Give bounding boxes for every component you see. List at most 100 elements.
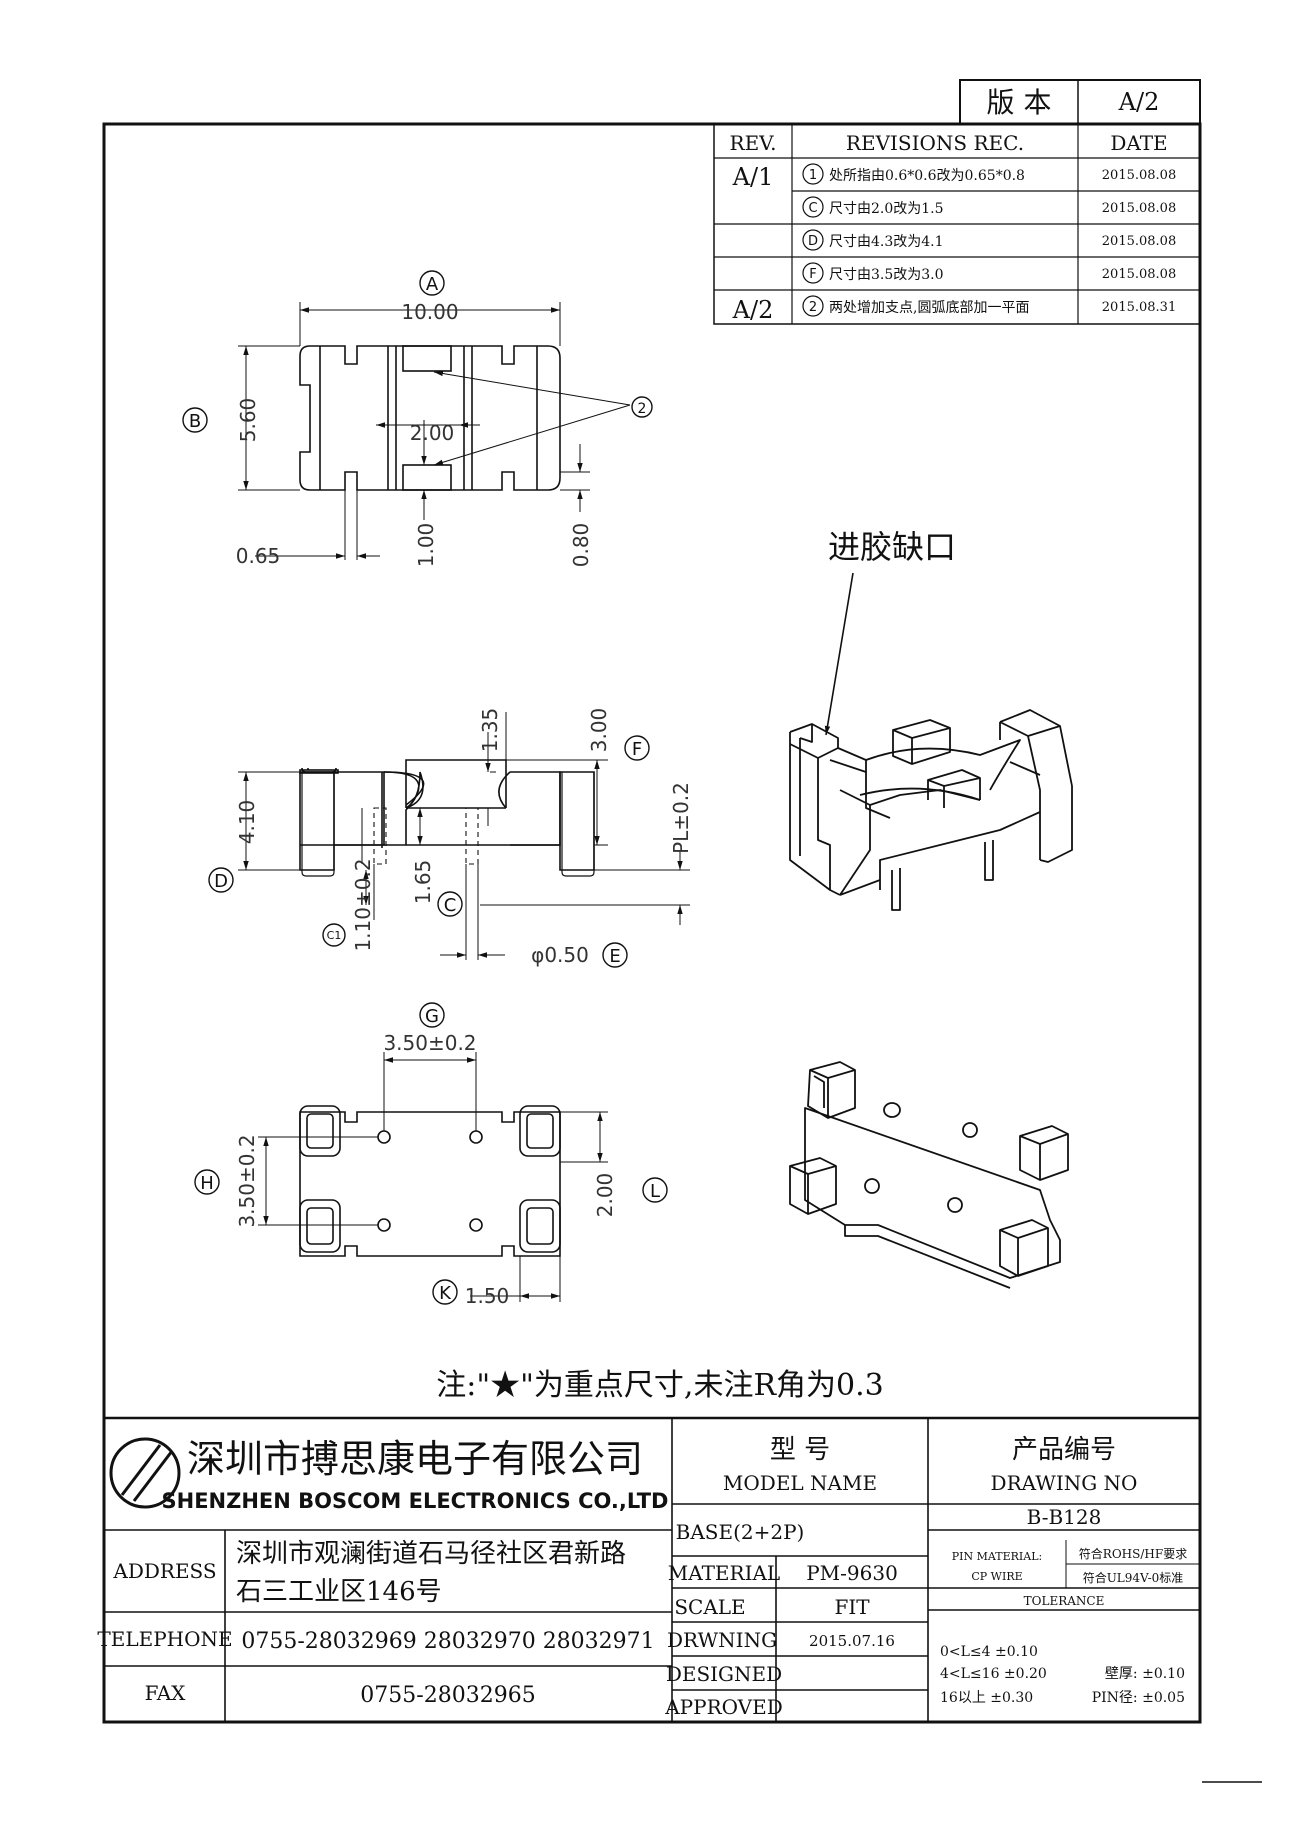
date-header: DATE (1110, 131, 1167, 155)
revision-row: A/1 1 处所指由0.6*0.6改为0.65*0.8 2015.08.08 (732, 163, 1177, 191)
revision-text: 尺寸由4.3改为4.1 (829, 234, 944, 250)
revision-rev: A/2 (732, 296, 774, 324)
tolerance-label: TOLERANCE (1024, 1594, 1105, 1608)
drawing-frame (102, 122, 1202, 1724)
approved-label: APPROVED (664, 1695, 783, 1719)
scale: FIT (834, 1595, 870, 1619)
balloon-2: 2 (638, 401, 647, 417)
dim-110: 1.10±0.2 (351, 858, 375, 951)
dim-height: 5.60 (236, 398, 260, 443)
drawing-date: 2015.07.16 (809, 1632, 895, 1650)
revision-mark: 1 (809, 168, 817, 183)
balloon-f: F (632, 739, 642, 760)
dim-pl: PL±0.2 (669, 782, 693, 854)
dim-165: 1.65 (411, 860, 435, 905)
company-name-cn: 深圳市搏思康电子有限公司 (187, 1437, 643, 1481)
revision-date: 2015.08.08 (1102, 267, 1176, 282)
balloon-d: D (214, 871, 228, 892)
revision-row: C 尺寸由2.0改为1.5 2015.08.08 (802, 196, 1176, 218)
model-value: BASE(2+2P) (676, 1520, 805, 1544)
designed-label: DESIGNED (666, 1662, 782, 1686)
material-label: MATERIAL (668, 1561, 780, 1585)
dim-350-v: 3.50±0.2 (235, 1134, 259, 1227)
address-line1: 深圳市观澜街道石马径社区君新路 (236, 1539, 626, 1569)
drawing-no-cn: 产品编号 (1012, 1435, 1116, 1465)
drawing-label: DRWNING (667, 1628, 777, 1652)
note: 注:"★"为重点尺寸,未注R角为0.3 (436, 1368, 884, 1403)
revision-mark: 2 (809, 300, 817, 315)
tolerance-3: 16以上 ±0.30 (940, 1690, 1033, 1706)
fax: 0755-28032965 (360, 1683, 535, 1708)
ul-compliance: 符合UL94V-0标准 (1083, 1570, 1184, 1585)
telephone-label: TELEPHONE (97, 1627, 232, 1651)
bottom-view-dimensions (258, 1052, 608, 1302)
iso-view-bottom (789, 1061, 1069, 1289)
revision-table (713, 123, 1201, 325)
tolerance-2: 4<L≤16 ±0.20 (940, 1666, 1047, 1682)
version-box: 版 本 A/2 (959, 79, 1201, 125)
revision-rev: A/1 (732, 163, 774, 191)
dim-pin: φ0.50 (531, 943, 589, 967)
material: PM-9630 (806, 1561, 898, 1585)
dim-300: 3.00 (587, 708, 611, 753)
injection-label: 进胶缺口 (828, 528, 956, 566)
address-label: ADDRESS (112, 1559, 216, 1583)
telephone: 0755-28032969 28032970 28032971 (241, 1629, 654, 1654)
revision-text: 两处增加支点,圆弧底部加一平面 (829, 300, 1029, 316)
scale-label: SCALE (674, 1595, 745, 1619)
revision-text: 处所指由0.6*0.6改为0.65*0.8 (829, 168, 1025, 184)
revision-date: 2015.08.08 (1102, 201, 1176, 216)
revision-row: D 尺寸由4.3改为4.1 2015.08.08 (802, 229, 1176, 251)
rec-header: REVISIONS REC. (846, 131, 1024, 155)
pin-dia-tolerance: PIN径: ±0.05 (1092, 1690, 1185, 1706)
front-view (299, 759, 595, 877)
revision-row: F 尺寸由3.5改为3.0 2015.08.08 (802, 262, 1176, 284)
top-view (299, 345, 561, 491)
title-block (104, 1416, 1200, 1722)
dim-410: 4.10 (235, 800, 259, 845)
version-label: 版 本 (987, 86, 1052, 119)
model-name-en: MODEL NAME (723, 1471, 877, 1495)
revision-text: 尺寸由2.0改为1.5 (829, 201, 944, 217)
revision-date: 2015.08.08 (1102, 168, 1176, 183)
dim-065: 0.65 (236, 544, 281, 568)
revision-date: 2015.08.31 (1102, 300, 1176, 315)
dim-350-h: 3.50±0.2 (383, 1031, 476, 1055)
injection-leader (824, 572, 854, 736)
rev-header: REV. (730, 131, 777, 155)
balloon-e: E (609, 946, 620, 967)
dim-080: 0.80 (569, 523, 593, 568)
revision-text: 尺寸由3.5改为3.0 (829, 267, 944, 283)
pin-material: CP WIRE (971, 1570, 1022, 1583)
balloon-h: H (200, 1173, 214, 1194)
company-name-en: SHENZHEN BOSCOM ELECTRONICS CO.,LTD (162, 1489, 669, 1513)
revision-mark: C (808, 201, 817, 216)
fax-label: FAX (145, 1681, 187, 1705)
dim-100: 1.00 (414, 523, 438, 568)
dim-200: 2.00 (593, 1173, 617, 1218)
front-view-dimensions (238, 712, 690, 960)
balloon-c1: C1 (327, 929, 342, 942)
balloon-a: A (426, 274, 439, 295)
dim-gap: 2.00 (410, 421, 455, 445)
dim-width: 10.00 (401, 300, 458, 324)
rohs-compliance: 符合ROHS/HF要求 (1079, 1546, 1187, 1561)
dim-135: 1.35 (478, 708, 502, 753)
revision-date: 2015.08.08 (1102, 234, 1176, 249)
version-value: A/2 (1118, 88, 1160, 116)
company-logo (109, 1437, 181, 1509)
balloon-k: K (439, 1283, 452, 1304)
tolerance-1: 0<L≤4 ±0.10 (940, 1644, 1038, 1660)
balloon-b: B (189, 411, 201, 432)
dim-150: 1.50 (465, 1284, 510, 1308)
address-line2: 石三工业区146号 (236, 1577, 442, 1607)
bottom-view (299, 1105, 561, 1257)
revision-mark: F (809, 267, 816, 282)
drawing-no-en: DRAWING NO (991, 1471, 1138, 1495)
top-view-dimensions (238, 302, 631, 560)
wall-tolerance: 壁厚: ±0.10 (1105, 1666, 1185, 1682)
iso-view-top (789, 709, 1073, 911)
balloon-l: L (650, 1181, 660, 1202)
balloon-c: C (444, 895, 457, 916)
